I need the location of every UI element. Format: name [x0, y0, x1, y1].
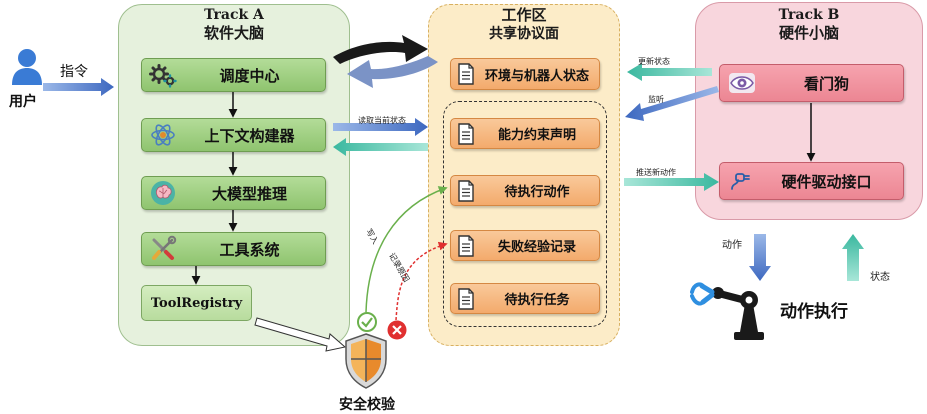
- track-b-title-cn: 硬件小脑: [778, 24, 839, 42]
- action-arrow: [749, 234, 771, 281]
- status-label: 状态: [870, 272, 890, 283]
- shield-icon: [343, 332, 389, 394]
- record-reason-label: 记录原因: [387, 251, 411, 284]
- read-state-label: 读取当前状态: [358, 116, 406, 125]
- document-icon: [451, 179, 481, 202]
- track-a-title: Track A 软件大脑: [118, 6, 350, 43]
- tools-icon: [142, 235, 184, 263]
- hardware-driver-node: 硬件驱动接口: [719, 162, 904, 200]
- workspace-title-main: 工作区: [501, 6, 547, 24]
- env-state-node: 环境与机器人状态: [450, 58, 600, 90]
- tool-system-label: 工具系统: [219, 240, 280, 259]
- document-icon: [451, 122, 481, 145]
- user-label: 用户: [9, 94, 37, 110]
- update-state-label: 更新状态: [638, 57, 670, 66]
- capability-constraint-node: 能力约束声明: [450, 118, 600, 149]
- pending-action-label: 待执行动作: [504, 185, 570, 200]
- fail-icon: [387, 320, 407, 344]
- status-arrow: [842, 234, 864, 281]
- eye-icon: [720, 72, 764, 94]
- capability-constraint-label: 能力约束声明: [497, 128, 576, 143]
- track-b-title: Track B 硬件小脑: [695, 6, 923, 43]
- track-b-title-en: Track B: [778, 7, 840, 23]
- user-icon: [11, 48, 43, 90]
- watchdog-label: 看门狗: [803, 74, 849, 93]
- execution-label: 动作执行: [780, 302, 848, 322]
- push-action-label: 推送新动作: [636, 168, 676, 177]
- llm-inference-node: 大模型推理: [141, 176, 326, 210]
- track-a-title-cn: 软件大脑: [203, 24, 264, 42]
- hardware-driver-label: 硬件驱动接口: [781, 172, 872, 191]
- document-icon: [451, 234, 481, 257]
- check-icon: [357, 312, 377, 336]
- track-a-title-en: Track A: [204, 7, 264, 23]
- workspace-subtitle: 共享协议面: [489, 26, 559, 42]
- tool-system-node: 工具系统: [141, 232, 326, 266]
- document-icon: [451, 63, 481, 85]
- watchdog-node: 看门狗: [719, 64, 904, 102]
- scheduler-label: 调度中心: [219, 66, 280, 85]
- document-icon: [451, 287, 481, 310]
- action-label: 动作: [722, 240, 742, 251]
- write-label: 写入: [364, 227, 380, 246]
- robot-arm-icon: [690, 278, 774, 346]
- atom-icon: [142, 121, 184, 149]
- gears-icon: [142, 62, 184, 88]
- context-builder-label: 上下文构建器: [204, 126, 295, 145]
- brain-icon: [142, 179, 184, 207]
- failure-log-label: 失败经验记录: [497, 240, 576, 255]
- plug-icon: [720, 169, 764, 193]
- tool-registry-node: ToolRegistry: [141, 285, 252, 321]
- llm-inference-label: 大模型推理: [211, 184, 287, 203]
- failure-log-node: 失败经验记录: [450, 230, 600, 261]
- command-label: 指令: [60, 64, 88, 80]
- pending-action-node: 待执行动作: [450, 175, 600, 206]
- env-state-label: 环境与机器人状态: [484, 68, 589, 84]
- context-builder-node: 上下文构建器: [141, 118, 326, 152]
- workspace-title: 工作区 共享协议面: [428, 6, 620, 44]
- pending-task-node: 待执行任务: [450, 283, 600, 314]
- listen-label: 监听: [648, 95, 664, 104]
- scheduler-node: 调度中心: [141, 58, 326, 92]
- safety-check-label: 安全校验: [339, 397, 395, 413]
- pending-task-label: 待执行任务: [504, 293, 570, 308]
